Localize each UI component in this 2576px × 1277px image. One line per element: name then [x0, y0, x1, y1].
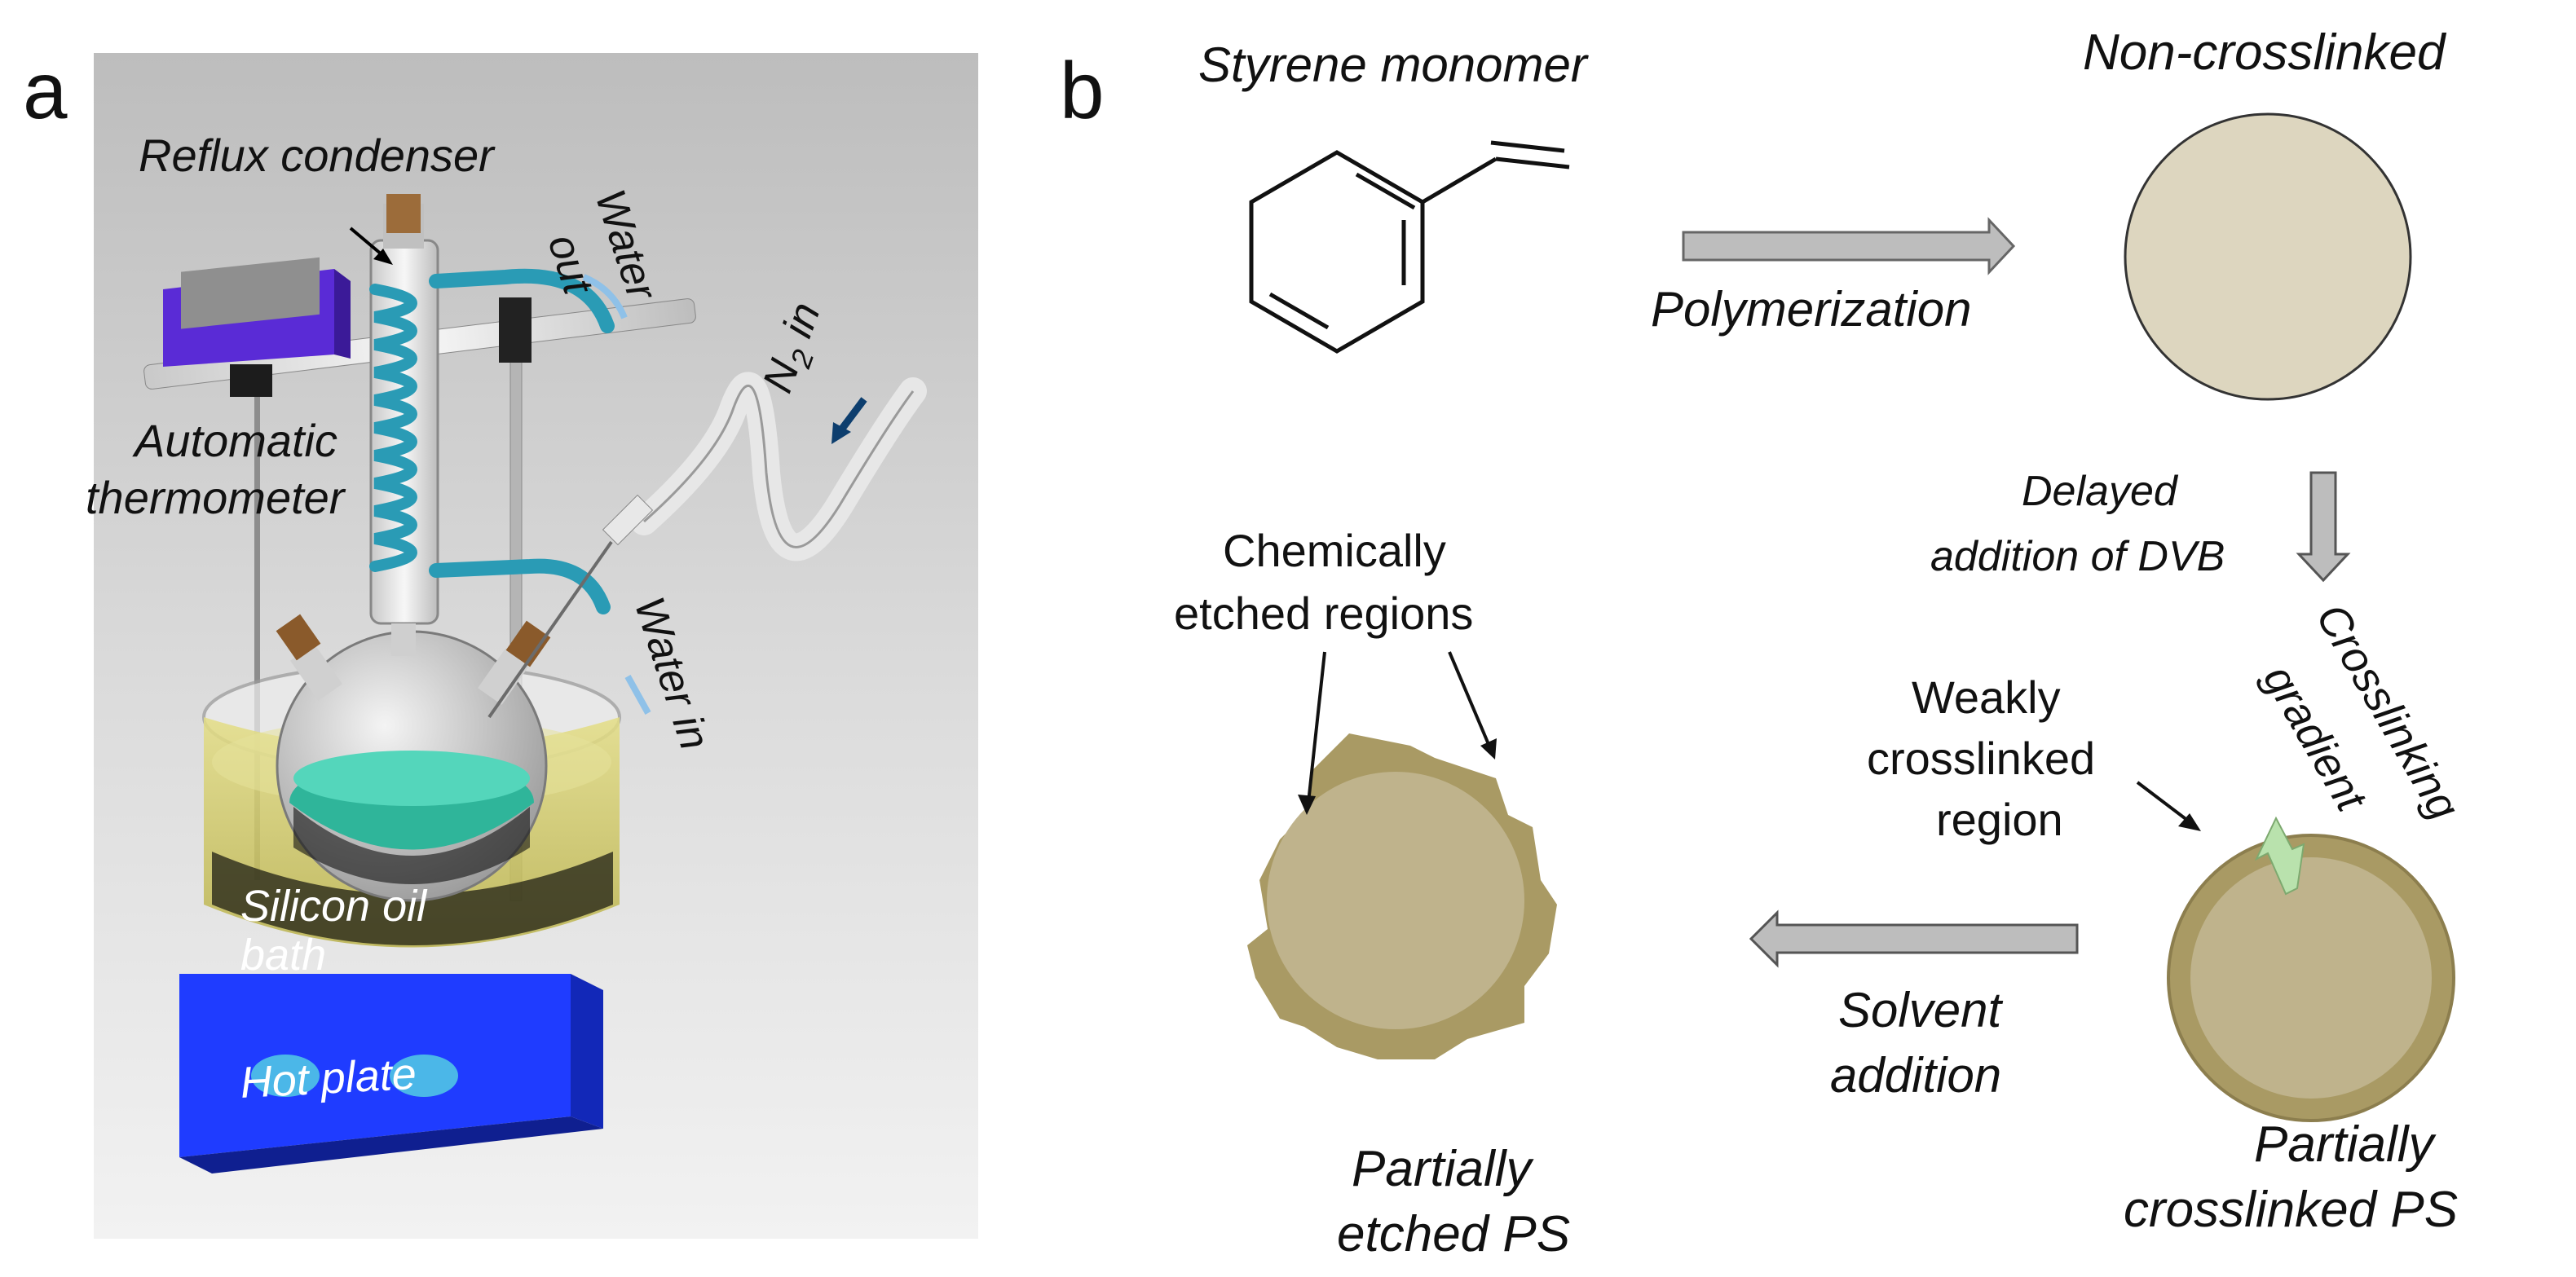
panel-a: a [23, 46, 978, 1239]
water-out-tubing [429, 268, 615, 333]
label-solvent-1: Solvent [1838, 983, 2003, 1037]
panel-a-letter: a [23, 46, 68, 135]
label-silicon-oil: Silicon oil [240, 882, 428, 931]
label-partially-cross-2: crosslinked PS [2124, 1182, 2458, 1238]
label-chem-2: etched regions [1174, 588, 1473, 639]
styrene-structure-icon [1249, 140, 1570, 354]
label-weakly-1: Weakly [1912, 672, 2061, 723]
chem-pointer-left [1307, 651, 1326, 804]
weakly-pointer [2136, 781, 2193, 825]
label-reflux-condenser: Reflux condenser [139, 130, 496, 181]
label-partially-etched-2: etched PS [1337, 1206, 1570, 1262]
n2-tubing-edge [643, 384, 915, 548]
thermometer-display-icon [163, 257, 351, 367]
partially-crosslinked-bead-icon [2167, 834, 2455, 1122]
label-hot-plate: Hot plate [239, 1050, 417, 1107]
weakly-pointer-head [2178, 813, 2201, 831]
label-weakly-3: region [1936, 794, 2063, 845]
syringe-needle [487, 540, 613, 719]
label-automatic: Automatic [132, 415, 337, 466]
hot-plate-icon [179, 974, 603, 1174]
condenser-pointer-head [373, 249, 393, 265]
delayed-addition-arrow-icon [2296, 471, 2351, 583]
partially-etched-bead-icon [1247, 733, 1557, 1059]
label-thermometer: thermometer [86, 472, 346, 523]
label-chem-1: Chemically [1223, 525, 1446, 576]
label-weakly-2: crosslinked [1867, 733, 2095, 784]
label-bath: bath [240, 931, 326, 980]
label-delayed-2: addition of DVB [1930, 533, 2225, 580]
reflux-condenser-icon [369, 194, 439, 656]
panel-b: b Styrene monomer Polymerization Non-cro… [1060, 24, 2469, 1262]
chem-pointer-right-head [1480, 738, 1497, 760]
water-out-arrow-icon [582, 274, 628, 319]
label-styrene-monomer: Styrene monomer [1198, 37, 1589, 92]
water-in-tubing [429, 558, 611, 614]
non-crosslinked-bead-icon [2124, 112, 2412, 401]
polymerization-arrow-icon [1682, 217, 2016, 275]
label-partially-etched-1: Partially [1352, 1141, 1535, 1197]
n2-arrow-head-icon [831, 422, 851, 444]
label-non-crosslinked: Non-crosslinked [2083, 24, 2447, 81]
label-solvent-2: addition [1830, 1048, 2001, 1103]
clamp-block [499, 297, 532, 363]
thermometer-clamp [230, 364, 272, 397]
label-polymerization: Polymerization [1651, 282, 1972, 337]
chem-pointer-left-head [1298, 795, 1316, 815]
chem-pointer-right [1448, 651, 1492, 749]
crosslinking-gradient-arrow-icon [2254, 816, 2305, 896]
label-delayed-1: Delayed [2022, 468, 2179, 515]
flask-icon [276, 614, 551, 902]
syringe-needle-hub [602, 494, 654, 546]
solvent-addition-arrow-icon [1749, 909, 2079, 968]
n2-arrow-icon [836, 397, 867, 434]
label-partially-cross-1: Partially [2254, 1116, 2437, 1173]
panel-b-letter: b [1060, 46, 1105, 135]
water-in-arrow-icon [624, 675, 651, 715]
thermometer-probe [254, 383, 260, 880]
